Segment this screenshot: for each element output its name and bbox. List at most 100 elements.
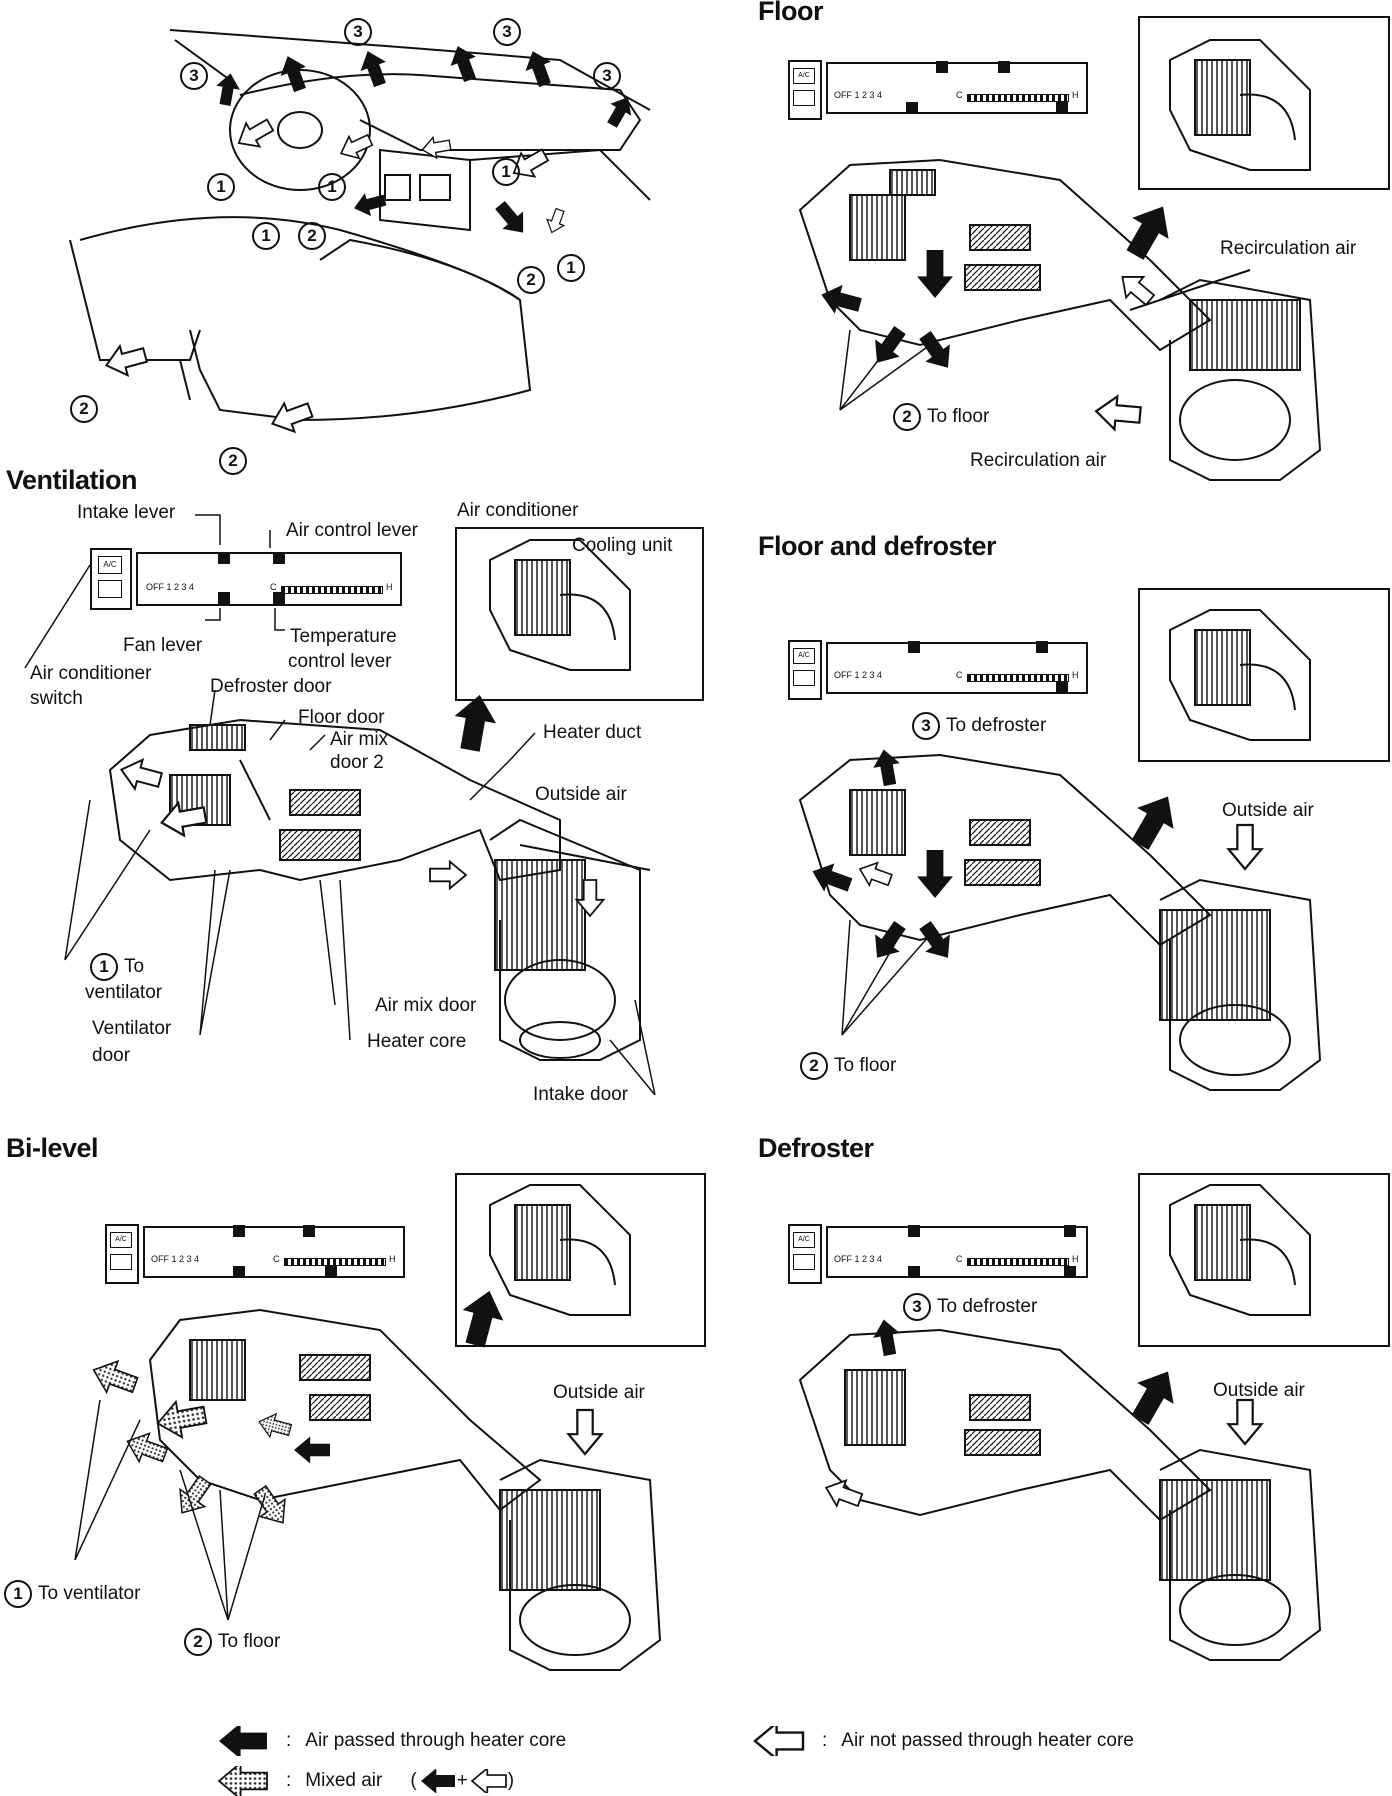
black-arrow-icon xyxy=(219,1726,267,1756)
bilevel-cooling-unit-inset xyxy=(455,1173,706,1347)
label-ventilator: ventilator xyxy=(85,982,163,1003)
marker-1: 1 xyxy=(4,1580,32,1608)
defroster-cooling-unit-inset xyxy=(1138,1173,1390,1347)
temperature-lever-knob[interactable] xyxy=(1056,682,1068,694)
label-intake-door: Intake door xyxy=(533,1084,629,1105)
section-title-ventilation: Ventilation xyxy=(6,465,138,495)
marker-2: 2 xyxy=(800,1052,828,1080)
legend-heater-core: : Air passed through heater core xyxy=(212,1726,566,1756)
floor-defroster-heater-unit xyxy=(798,753,1322,1091)
label-cooling-unit: Cooling unit xyxy=(572,535,673,556)
fan-lever-knob[interactable] xyxy=(908,1266,920,1278)
temp-cold: C xyxy=(956,670,963,680)
temp-hot: H xyxy=(1072,90,1079,100)
temp-scale xyxy=(284,1258,386,1266)
fan-lever-knob[interactable] xyxy=(233,1266,245,1278)
air-control-lever-knob[interactable] xyxy=(998,61,1010,73)
defroster-heater-unit xyxy=(798,1328,1322,1661)
temp-scale xyxy=(281,586,383,594)
marker-3: 3 xyxy=(912,712,940,740)
white-arrow-icon xyxy=(753,1726,805,1756)
ac-button[interactable]: A/C xyxy=(793,68,815,84)
floor-defroster-control-panel: A/C OFF 1 2 3 4 C H xyxy=(788,640,1088,700)
marker-2: 2 xyxy=(184,1628,212,1656)
marker-1: 1 xyxy=(318,173,346,201)
temperature-lever-knob[interactable] xyxy=(1064,1266,1076,1278)
temperature-lever-knob[interactable] xyxy=(1056,102,1068,114)
ac-indicator xyxy=(793,1254,815,1270)
temperature-lever-knob[interactable] xyxy=(273,592,285,604)
temp-hot: H xyxy=(1072,670,1079,680)
temp-hot: H xyxy=(389,1254,396,1264)
fan-scale: OFF 1 2 3 4 xyxy=(834,1254,883,1264)
marker-1: 1 xyxy=(492,158,520,186)
label-defroster-door: Defroster door xyxy=(210,676,332,697)
marker-3: 3 xyxy=(180,62,208,90)
legend-mixed-text: Mixed air xyxy=(305,1770,383,1791)
defroster-control-panel: A/C OFF 1 2 3 4 C H xyxy=(788,1224,1088,1284)
ventilation-cooling-unit-inset xyxy=(455,527,704,701)
marker-2: 2 xyxy=(517,266,545,294)
air-control-lever-knob[interactable] xyxy=(273,552,285,564)
label-heater-duct: Heater duct xyxy=(543,722,642,743)
label-temperature: Temperature xyxy=(290,626,397,647)
lever-panel: OFF 1 2 3 4 C H xyxy=(826,641,1088,694)
floor-control-panel: A/C OFF 1 2 3 4 C H xyxy=(788,60,1088,120)
section-title-floor-defroster: Floor and defroster xyxy=(758,531,997,561)
ac-indicator xyxy=(110,1254,132,1270)
fan-scale: OFF 1 2 3 4 xyxy=(151,1254,200,1264)
marker-1: 1 xyxy=(557,254,585,282)
intake-lever-knob[interactable] xyxy=(936,61,948,73)
lever-panel: OFF 1 2 3 4 C H xyxy=(136,552,402,606)
mixed-arrow-icon xyxy=(218,1766,268,1796)
ac-button[interactable]: A/C xyxy=(110,1232,132,1248)
label-air-conditioner: Air conditioner xyxy=(457,500,579,521)
intake-lever-knob[interactable] xyxy=(908,1225,920,1237)
temp-cold: C xyxy=(956,90,963,100)
label-air-conditioner-switch: Air conditioner xyxy=(30,663,152,684)
marker-2: 2 xyxy=(298,222,326,250)
label-intake-lever: Intake lever xyxy=(77,502,176,523)
ac-button[interactable]: A/C xyxy=(793,648,815,664)
black-arrow-icon xyxy=(420,1769,455,1793)
label-heater-core: Heater core xyxy=(367,1031,467,1052)
ventilation-control-panel: A/C OFF 1 2 3 4 C H xyxy=(90,548,402,610)
air-control-lever-knob[interactable] xyxy=(1036,641,1048,653)
intake-lever-knob[interactable] xyxy=(233,1225,245,1237)
marker-3: 3 xyxy=(344,18,372,46)
intake-lever-knob[interactable] xyxy=(908,641,920,653)
temperature-lever-knob[interactable] xyxy=(325,1266,337,1278)
ventilation-heater-unit xyxy=(108,718,651,1061)
marker-2: 2 xyxy=(893,403,921,431)
ac-button[interactable]: A/C xyxy=(793,1232,815,1248)
legend-not-heater-core-text: Air not passed through heater core xyxy=(841,1730,1134,1751)
fan-lever-knob[interactable] xyxy=(218,592,230,604)
section-title-floor: Floor xyxy=(758,0,824,26)
label-outside-air: Outside air xyxy=(1222,800,1314,821)
label-air-mix: Air mix xyxy=(330,729,389,750)
marker-3: 3 xyxy=(903,1293,931,1321)
temp-hot: H xyxy=(1072,1254,1079,1264)
section-title-bilevel: Bi-level xyxy=(6,1133,99,1163)
ac-indicator xyxy=(98,580,122,598)
fan-scale: OFF 1 2 3 4 xyxy=(834,90,883,100)
temp-hot: H xyxy=(386,582,393,592)
ac-indicator xyxy=(793,90,815,106)
fan-scale: OFF 1 2 3 4 xyxy=(146,582,195,592)
temp-scale xyxy=(967,1258,1069,1266)
marker-2: 2 xyxy=(219,447,247,475)
legend-heater-core-text: Air passed through heater core xyxy=(305,1730,567,1751)
air-control-lever-knob[interactable] xyxy=(1064,1225,1076,1237)
air-control-lever-knob[interactable] xyxy=(303,1225,315,1237)
label-outside-air: Outside air xyxy=(1213,1380,1305,1401)
label-air-mix-door: Air mix door xyxy=(375,995,477,1016)
marker-1: 1 xyxy=(252,222,280,250)
intake-lever-knob[interactable] xyxy=(218,552,230,564)
fan-lever-knob[interactable] xyxy=(906,102,918,114)
ac-button[interactable]: A/C xyxy=(98,556,122,574)
label-outside-air: Outside air xyxy=(535,784,627,805)
